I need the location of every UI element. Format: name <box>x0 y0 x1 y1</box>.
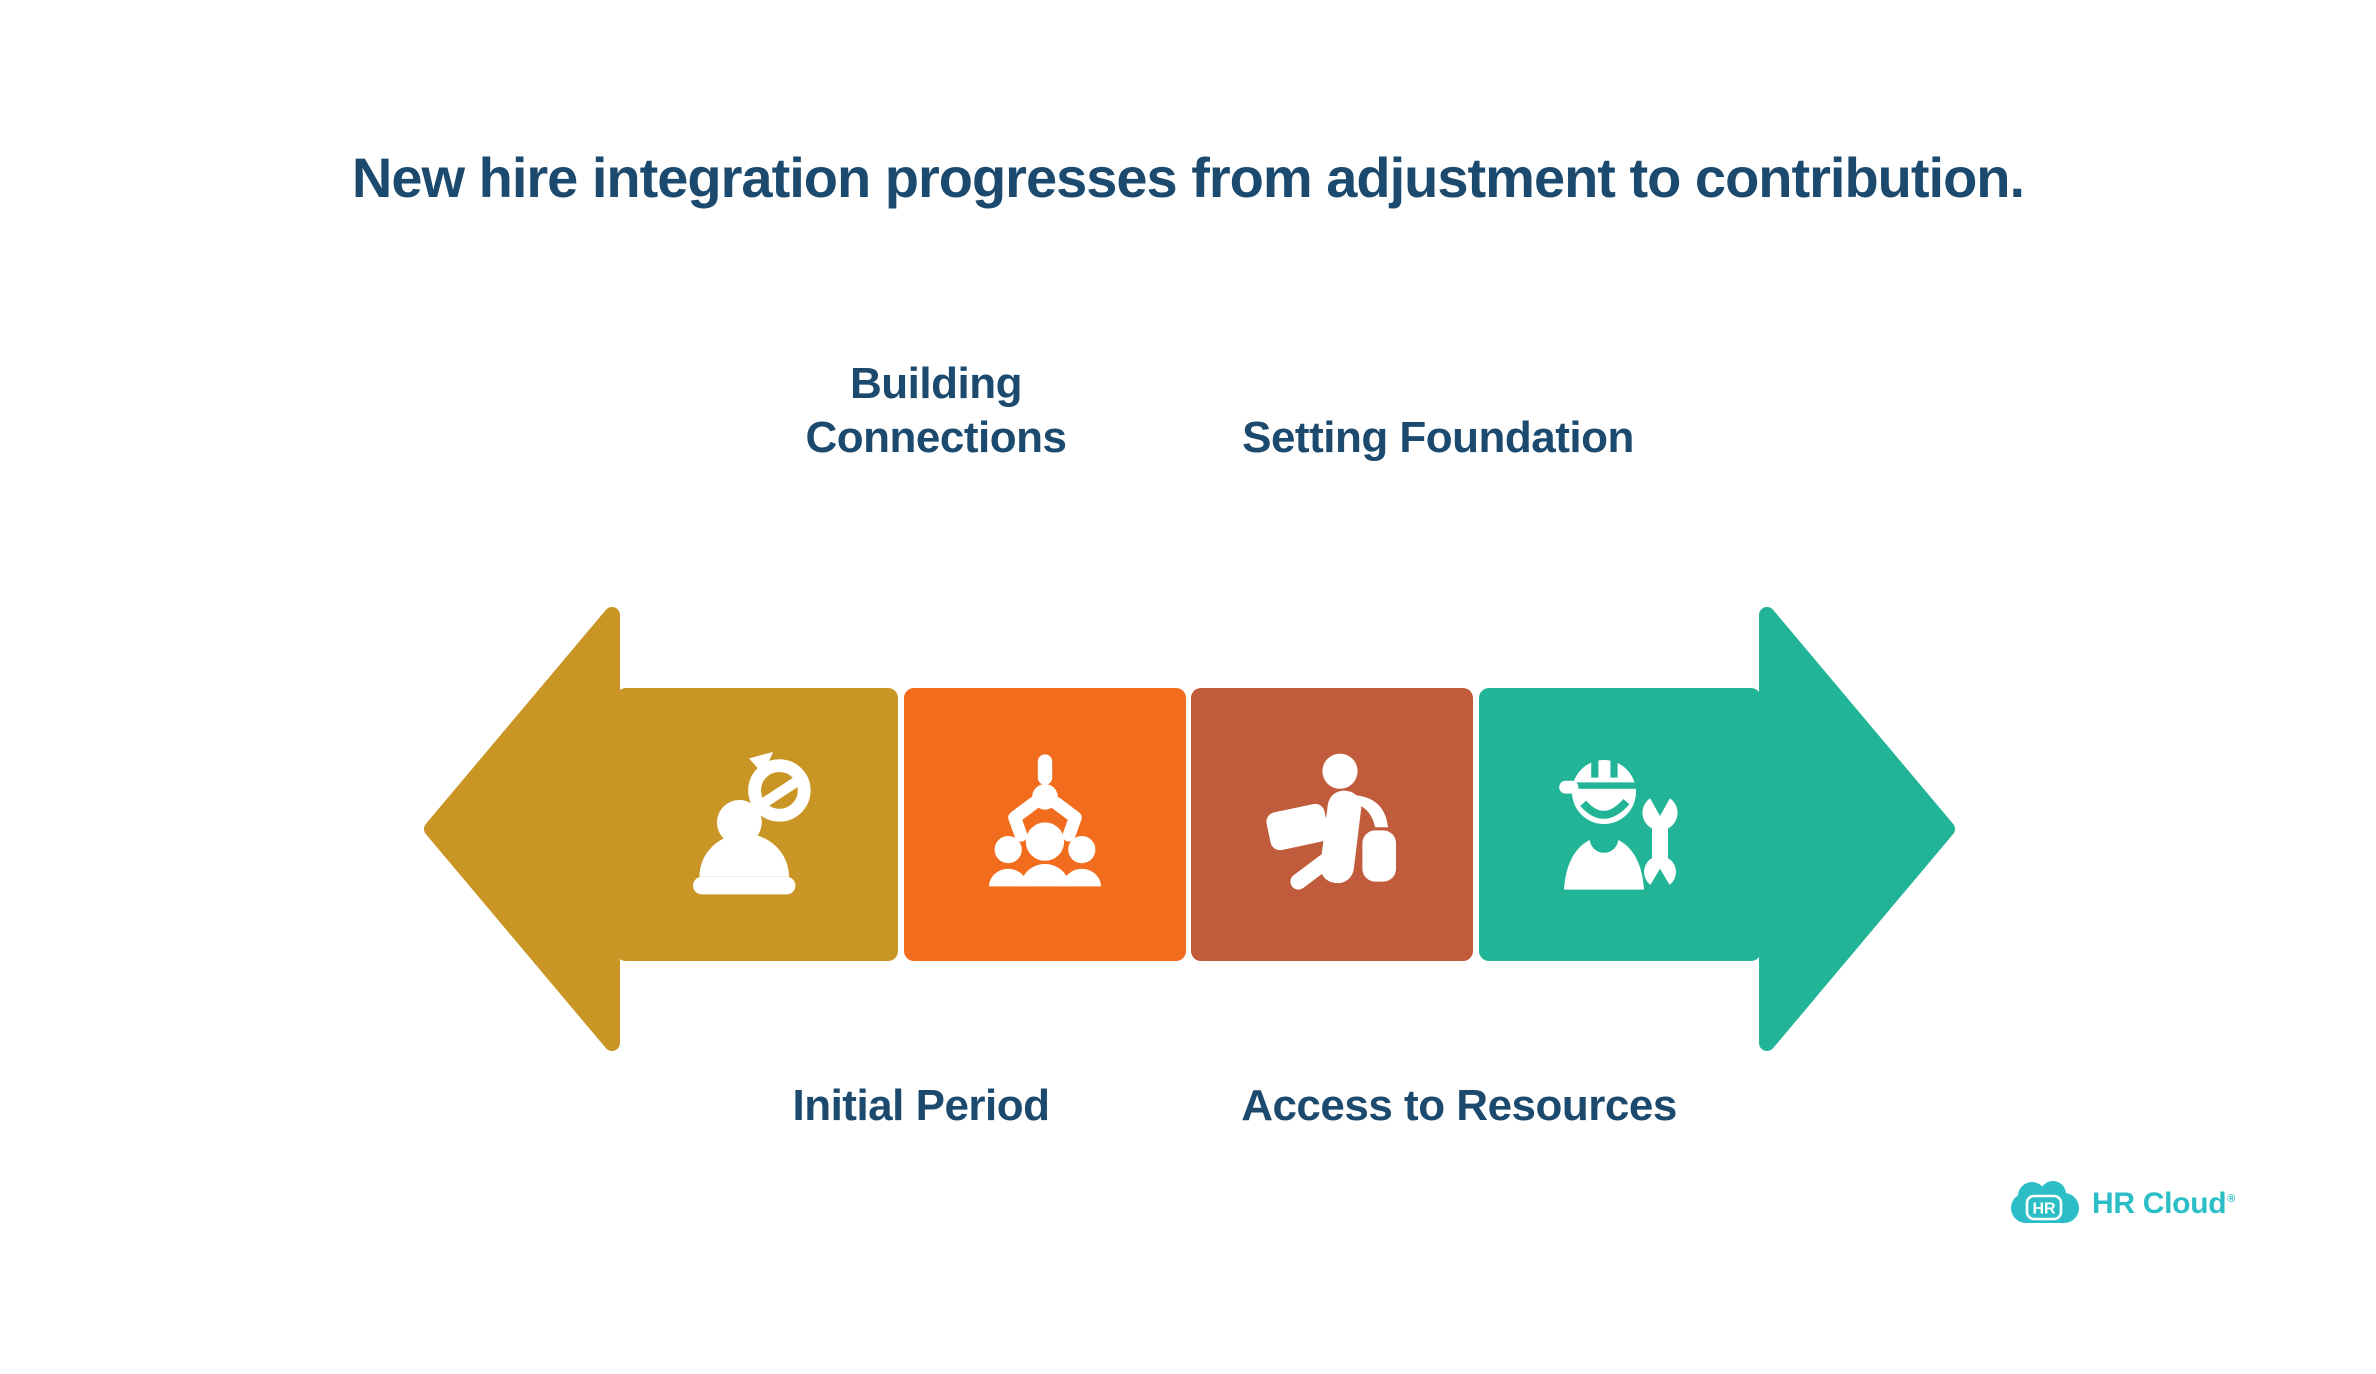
stage-box-bg <box>1479 688 1761 961</box>
right-arrowhead <box>1759 607 1955 1051</box>
brand-text: HR Cloud <box>2092 1187 2227 1220</box>
worker-wrench-icon <box>1559 760 1678 893</box>
trademark-symbol: ® <box>2227 1193 2236 1205</box>
team-selection-claw-icon <box>989 754 1101 887</box>
stage-box-setting-foundation <box>1479 688 1761 961</box>
stage-box-building-connections <box>904 688 1186 961</box>
stage-label-initial-period: Initial Period <box>792 1081 1050 1130</box>
stage-box-access-to-resources <box>1191 688 1473 961</box>
stage-box-initial-period <box>616 688 898 961</box>
page-title: New hire integration progresses from adj… <box>351 146 2025 209</box>
hr-cloud-wordmark: HR Cloud® <box>2092 1176 2235 1227</box>
hr-badge-outline <box>2025 1194 2063 1220</box>
stage-label-access-to-resources: Access to Resources <box>1241 1081 1677 1130</box>
stage-label-setting-foundation: Setting Foundation <box>1242 413 1634 462</box>
left-arrowhead <box>424 607 620 1051</box>
left-arrowhead-shape <box>424 607 620 1051</box>
person-clock-icon <box>693 752 811 895</box>
stage-label-building-connections: Building Connections <box>805 359 1067 462</box>
hr-cloud-logo: HR HR Cloud® <box>2008 1176 2235 1227</box>
right-arrowhead-shape <box>1759 607 1955 1051</box>
person-laptop-icon <box>1266 753 1396 890</box>
hr-badge-text: HR <box>2032 1200 2056 1217</box>
hr-cloud-badge-icon: HR <box>2011 1180 2079 1223</box>
